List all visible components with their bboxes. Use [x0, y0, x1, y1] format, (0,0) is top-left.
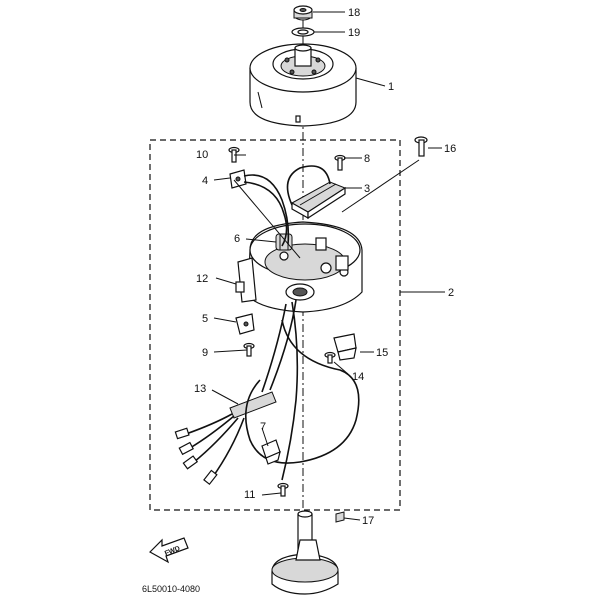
callout-12: 12	[196, 273, 208, 285]
part-1-flywheel	[249, 43, 357, 127]
part-4-bracket	[229, 169, 247, 189]
callout-4: 4	[202, 175, 208, 187]
part-2-stator-base	[235, 221, 363, 313]
long-wire-loop	[244, 319, 360, 464]
ground-wire	[281, 301, 299, 481]
crankshaft	[271, 510, 339, 595]
callout-16: 16	[444, 143, 456, 155]
part-16-screw	[414, 136, 428, 157]
callout-11: 11	[244, 489, 255, 501]
part-11-screw	[277, 482, 289, 497]
part-10-screw	[228, 146, 240, 163]
callout-1: 1	[388, 81, 394, 93]
part-13-wire-harness	[174, 299, 297, 486]
callout-3: 3	[364, 183, 370, 195]
part-18-nut	[293, 5, 313, 21]
part-8-screw	[334, 154, 346, 171]
callout-18: 18	[348, 7, 360, 19]
callout-14: 14	[352, 371, 364, 383]
assembly-boundary	[149, 139, 401, 511]
callout-17: 17	[362, 515, 374, 527]
part-15-clamp	[333, 333, 357, 361]
part-17-key	[335, 511, 345, 523]
callout-13: 13	[194, 383, 206, 395]
part-3-charge-coil	[290, 181, 347, 220]
fwd-arrow-icon: FWD	[149, 537, 189, 564]
callout-5: 5	[202, 313, 208, 325]
part-14-screw	[324, 351, 336, 364]
callout-19: 19	[348, 27, 360, 39]
diagram-code: 6L50010-4080	[142, 584, 200, 594]
callout-2: 2	[448, 287, 454, 299]
part-9-screw	[243, 342, 255, 357]
callout-8: 8	[364, 153, 370, 165]
leader-lines	[211, 11, 445, 521]
callout-9: 9	[202, 347, 208, 359]
callout-7: 7	[260, 421, 266, 433]
callout-10: 10	[196, 149, 208, 161]
callout-6: 6	[234, 233, 240, 245]
part-7-clip	[261, 439, 281, 465]
wire-coil-loop	[286, 165, 331, 206]
wire-harness-upper	[243, 174, 290, 245]
wire-harness-upper-2	[243, 181, 288, 247]
part-19-washer	[291, 27, 315, 37]
callout-15: 15	[376, 347, 388, 359]
part-5-clamp	[235, 313, 255, 335]
